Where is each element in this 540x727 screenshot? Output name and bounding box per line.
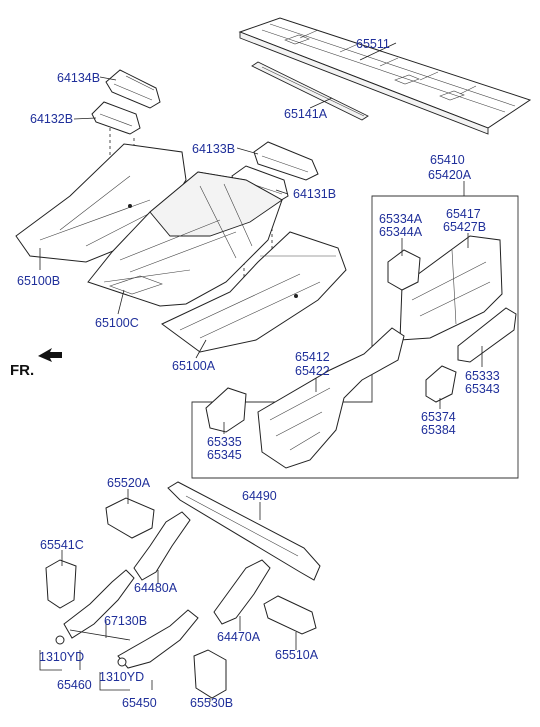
label-65460: 65460 xyxy=(57,678,92,692)
floor-panel-65100c xyxy=(87,171,283,307)
label-65510a: 65510A xyxy=(275,648,319,662)
label-1310yd-right: 1310YD xyxy=(99,670,144,684)
label-65345: 65345 xyxy=(207,448,242,462)
label-65335: 65335 xyxy=(207,435,242,449)
label-65100b: 65100B xyxy=(17,274,60,288)
quarter-inner-panel xyxy=(399,235,503,341)
rear-floor-rail xyxy=(251,61,369,121)
label-65530b: 65530B xyxy=(190,696,233,710)
label-67130b: 67130B xyxy=(104,614,147,628)
label-65141a: 65141A xyxy=(284,107,328,121)
bracket-65333 xyxy=(457,307,517,363)
bracket-64134b xyxy=(105,69,161,109)
label-64131b: 64131B xyxy=(293,187,336,201)
front-label: FR. xyxy=(10,362,34,379)
label-64133b: 64133B xyxy=(192,142,235,156)
label-65520a: 65520A xyxy=(107,476,151,490)
label-64132b: 64132B xyxy=(30,112,73,126)
bracket-65334a xyxy=(387,249,421,291)
rear-floor-panel xyxy=(238,17,532,135)
label-65343: 65343 xyxy=(465,382,500,396)
bracket-65530b xyxy=(193,649,227,699)
bracket-65541c xyxy=(45,559,77,609)
label-65100a: 65100A xyxy=(172,359,216,373)
member-64480a xyxy=(133,511,191,581)
member-65450 xyxy=(117,609,199,669)
label-1310yd-left: 1310YD xyxy=(39,650,84,664)
wheel-house-panel xyxy=(257,327,405,469)
patch-65374 xyxy=(425,365,457,403)
stabilizer-rod-67130b xyxy=(69,629,131,641)
label-65333: 65333 xyxy=(465,369,500,383)
label-65450: 65450 xyxy=(122,696,157,710)
bolt-1310yd-right xyxy=(117,657,127,667)
label-64470a: 64470A xyxy=(217,630,261,644)
cross-member-64490 xyxy=(167,481,321,581)
label-65410: 65410 xyxy=(430,153,465,167)
label-65417: 65417 xyxy=(446,207,481,221)
label-65420a: 65420A xyxy=(428,168,472,182)
bracket-65520a xyxy=(105,497,155,539)
bracket-64133b xyxy=(253,141,319,181)
label-64480a: 64480A xyxy=(134,581,178,595)
label-65427b: 65427B xyxy=(443,220,486,234)
label-64134b: 64134B xyxy=(57,71,100,85)
label-65422: 65422 xyxy=(295,364,330,378)
member-65460 xyxy=(63,569,135,639)
front-direction-indicator xyxy=(38,348,62,362)
label-65344a: 65344A xyxy=(379,225,423,239)
member-64470a xyxy=(213,559,271,625)
label-64490: 64490 xyxy=(242,489,277,503)
floor-panel-65100a xyxy=(161,231,347,353)
bracket-64132b xyxy=(91,101,141,135)
assembly-frame xyxy=(191,195,519,479)
label-65511: 65511 xyxy=(356,37,390,51)
label-65541c: 65541C xyxy=(40,538,84,552)
bolt-1310yd-left xyxy=(55,635,65,645)
label-65384: 65384 xyxy=(421,423,456,437)
label-65374: 65374 xyxy=(421,410,456,424)
label-65334a: 65334A xyxy=(379,212,423,226)
bracket-65510a xyxy=(263,595,317,635)
arrow-icon xyxy=(38,348,62,362)
label-65100c: 65100C xyxy=(95,316,139,330)
bracket-65335 xyxy=(205,387,247,433)
label-65412: 65412 xyxy=(295,350,330,364)
